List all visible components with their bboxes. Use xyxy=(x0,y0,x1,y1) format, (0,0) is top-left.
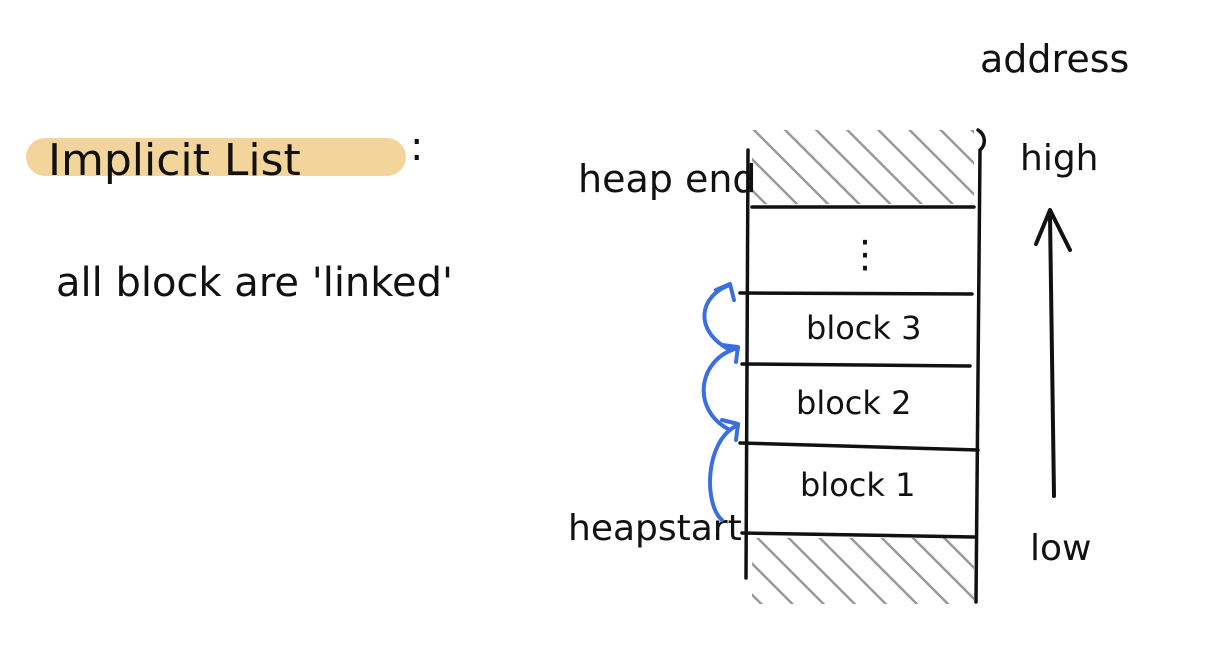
address-up-arrow-shaft xyxy=(1048,214,1056,498)
link-arrowhead-3 xyxy=(714,282,736,302)
block-3-label: block 3 xyxy=(806,309,921,347)
heap-right-wall xyxy=(974,128,986,604)
high-label: high xyxy=(1020,138,1099,179)
subtitle-text: all block are 'linked' xyxy=(56,260,453,306)
title-text: Implicit List xyxy=(48,135,301,186)
address-label: address xyxy=(980,37,1129,81)
hatched-top-region xyxy=(752,130,974,204)
title-colon: : xyxy=(410,124,423,170)
link-arrowhead-1 xyxy=(720,418,740,442)
heap-start-label: heapstart xyxy=(568,508,742,549)
address-up-arrow-head xyxy=(1034,208,1072,252)
divider-block3-top xyxy=(738,291,974,296)
low-label: low xyxy=(1030,528,1091,569)
link-arrows xyxy=(701,282,740,522)
title-highlight xyxy=(26,138,406,176)
hatched-bottom-region xyxy=(752,538,974,604)
divider-block2-top xyxy=(740,362,972,368)
link-arrow-block2-to-block3 xyxy=(702,283,732,352)
link-arrow-block1-to-block2 xyxy=(701,346,740,432)
block-1-label: block 1 xyxy=(800,466,915,504)
link-arrowhead-2 xyxy=(720,343,740,364)
divider-block1-top xyxy=(738,441,980,452)
divider-bottom xyxy=(740,531,976,539)
link-arrow-heapstart-to-block1 xyxy=(708,423,740,522)
heap-end-label: heap end xyxy=(578,157,757,201)
ellipsis-marker: ⋮ xyxy=(846,232,884,276)
block-2-label: block 2 xyxy=(796,384,911,422)
